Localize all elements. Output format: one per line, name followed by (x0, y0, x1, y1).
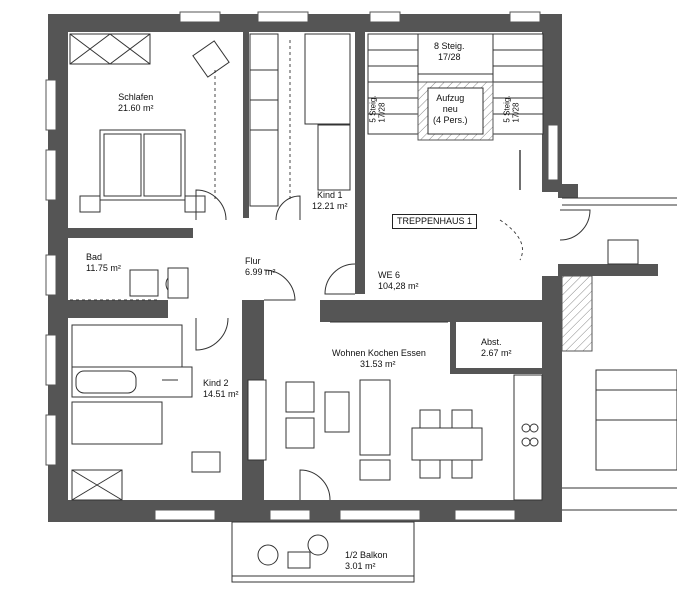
door-swings (195, 189, 591, 501)
elevator-label: Aufzug neu (4 Pers.) (433, 93, 468, 126)
stairwell-name: TREPPENHAUS 1 (397, 216, 473, 226)
room-label-kind1: Kind 1 12.21 m² (312, 190, 348, 212)
room-area: 21.60 m² (118, 103, 154, 113)
elevator-title: Aufzug (436, 93, 465, 103)
stair-ratio: 17/28 (438, 52, 461, 62)
living-furniture (247, 321, 543, 501)
elevator-capacity: (4 Pers.) (433, 115, 468, 125)
stair-left-label: 5 Steig. 17/28 (369, 95, 387, 122)
stair-right-label: 5 Steig. 17/28 (503, 95, 521, 122)
room-name: Kind 2 (203, 378, 229, 388)
room-name: 1/2 Balkon (345, 550, 388, 560)
elevator-status: neu (442, 104, 458, 114)
room-label-wohnen: Wohnen Kochen Essen 31.53 m² (332, 348, 426, 370)
room-area: 14.51 m² (203, 389, 239, 399)
room-name: Wohnen Kochen Essen (332, 348, 426, 358)
room-label-kind2: Kind 2 14.51 m² (203, 378, 239, 400)
room-label-abst: Abst. 2.67 m² (481, 337, 512, 359)
exterior-right (561, 197, 677, 511)
room-label-bad: Bad 11.75 m² (86, 252, 121, 274)
stairwell-label: TREPPENHAUS 1 (392, 214, 478, 229)
room-name: Flur (245, 256, 261, 266)
unit-area: 104,28 m² (378, 281, 419, 291)
stairwell (367, 33, 544, 261)
room-name: Kind 1 (317, 190, 343, 200)
room-name: Bad (86, 252, 103, 262)
balcony (231, 521, 415, 583)
stair-ratio: 17/28 (377, 102, 387, 123)
stair-top-label: 8 Steig. 17/28 (434, 41, 465, 63)
stair-steps: 5 Steig. (368, 95, 378, 123)
bedroom-furniture (69, 33, 230, 213)
room-area: 11.75 m² (86, 263, 121, 273)
outer-walls (48, 14, 658, 522)
windows (45, 11, 559, 521)
room-area: 6.99 m² (245, 267, 276, 277)
unit-name: WE 6 (378, 270, 401, 280)
room-name: Abst. (481, 337, 502, 347)
room-label-balkon: 1/2 Balkon 3.01 m² (345, 550, 388, 572)
room-name: Schlafen (118, 92, 154, 102)
room-area: 3.01 m² (345, 561, 376, 571)
room-label-flur: Flur 6.99 m² (245, 256, 276, 278)
room-area: 2.67 m² (481, 348, 512, 358)
stair-ratio: 17/28 (511, 102, 521, 123)
room-area: 12.21 m² (312, 201, 348, 211)
room-area: 31.53 m² (360, 359, 396, 369)
bathroom-furniture (70, 267, 189, 301)
stair-steps: 8 Steig. (434, 41, 465, 51)
kind2-furniture (71, 324, 221, 501)
room-label-we6: WE 6 104,28 m² (378, 270, 419, 292)
room-label-schlafen: Schlafen 21.60 m² (118, 92, 154, 114)
stair-steps: 5 Steig. (502, 95, 512, 123)
kind1-furniture (249, 33, 351, 207)
